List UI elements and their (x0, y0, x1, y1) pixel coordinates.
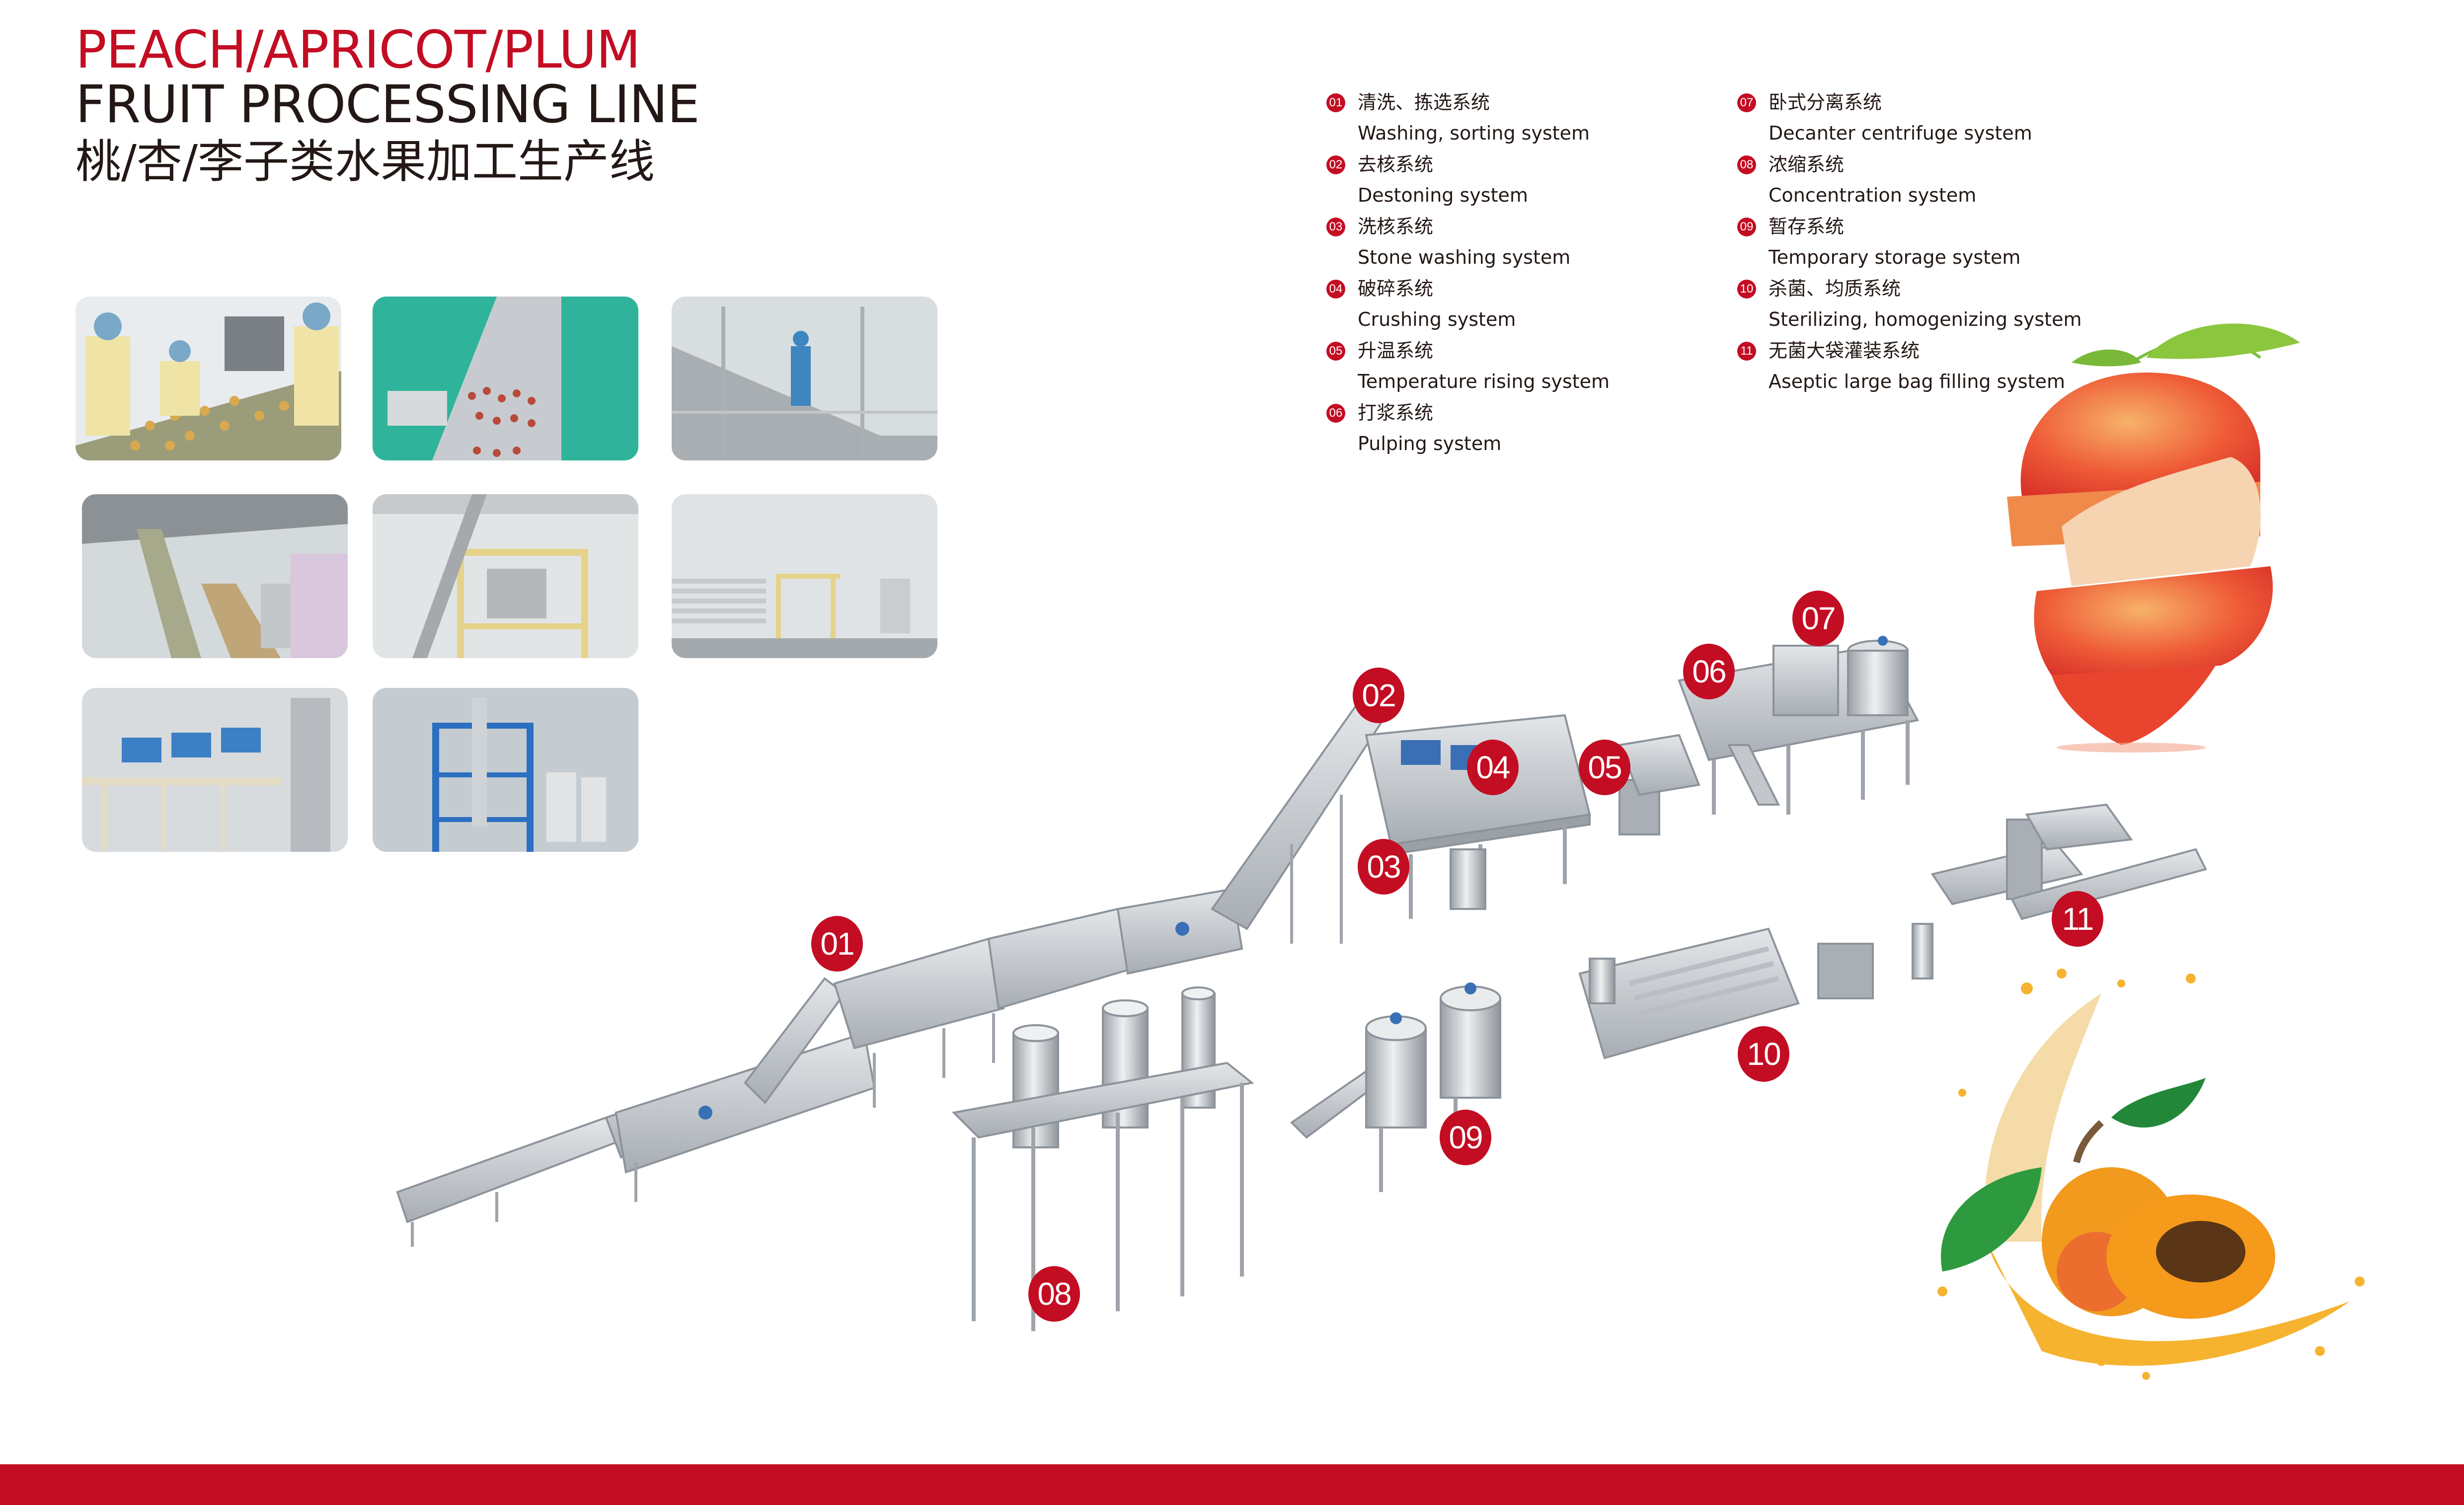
title-chinese: 桃/杏/李子类水果加工生产线 (76, 135, 655, 188)
legend-label-en: Pulping system (1358, 433, 1502, 454)
photo-washing-elevator (373, 297, 638, 460)
legend-number-badge: 11 (1737, 342, 1756, 361)
legend-label-cn: 洗核系统 (1358, 216, 1434, 237)
photo-tubular-heaters (672, 494, 937, 658)
legend-label-cn: 杀菌、均质系统 (1769, 278, 1901, 300)
photo-destoning-platform (373, 494, 638, 658)
pulping-decanter-platform (1678, 636, 1920, 815)
legend-number-badge: 09 (1737, 218, 1756, 236)
legend-number-badge: 02 (1326, 155, 1345, 174)
legend-label-cn: 无菌大袋灌装系统 (1769, 340, 1920, 362)
sliced-peach-illustration (2007, 323, 2300, 752)
legend-number-badge: 10 (1737, 280, 1756, 299)
badge-temporary-storage: 09 (1440, 1110, 1491, 1165)
apricot-splash-illustration (1937, 969, 2365, 1380)
legend-number-badge: 07 (1737, 93, 1756, 112)
legend-label-cn: 暂存系统 (1769, 216, 1845, 237)
legend-label-cn: 升温系统 (1358, 340, 1434, 362)
legend-label-en: Decanter centrifuge system (1769, 122, 2032, 144)
badge-concentration: 08 (1028, 1266, 1080, 1322)
photo-inclined-elevator (82, 494, 348, 658)
legend-label-en: Crushing system (1358, 308, 1516, 330)
legend-number-badge: 08 (1737, 155, 1756, 174)
concentration-evaporator-equipment (951, 986, 1254, 1331)
legend-label-cn: 清洗、拣选系统 (1358, 91, 1490, 113)
badge-temperature-rising: 05 (1579, 740, 1630, 795)
legend-label-cn: 卧式分离系统 (1769, 91, 1882, 113)
badge-sterilizing: 10 (1738, 1026, 1789, 1082)
legend-label-cn: 去核系统 (1358, 153, 1434, 175)
title-line-2: FRUIT PROCESSING LINE (76, 74, 700, 135)
temporary-storage-tanks (1290, 982, 1501, 1192)
legend-label-en: Concentration system (1769, 184, 1977, 206)
legend-label-cn: 破碎系统 (1358, 278, 1434, 300)
title-line-1: PEACH/APRICOT/PLUM (76, 19, 641, 80)
photo-sorting-workers (76, 297, 341, 460)
legend-label-en: Temporary storage system (1769, 246, 2021, 268)
badge-washing-sorting: 01 (811, 916, 863, 972)
temperature-rising-equipment (1618, 734, 1700, 835)
legend-label-en: Washing, sorting system (1358, 122, 1590, 144)
legend-number-badge: 05 (1326, 342, 1345, 361)
legend-label-en: Stone washing system (1358, 246, 1571, 268)
badge-destoning: 02 (1353, 668, 1404, 723)
legend-label-cn: 打浆系统 (1358, 402, 1434, 424)
legend-number-badge: 06 (1326, 404, 1345, 423)
badge-pulping: 06 (1683, 644, 1735, 699)
badge-crushing: 04 (1467, 740, 1519, 795)
photo-evaporator (373, 688, 638, 852)
legend-label-en: Destoning system (1358, 184, 1528, 206)
legend-number-badge: 03 (1326, 218, 1345, 236)
photo-decanter-platform (82, 688, 348, 852)
sterilizing-homogenizing-equipment (1578, 927, 1800, 1059)
footer-accent-bar (0, 1464, 2464, 1505)
legend-label-en: Aseptic large bag filling system (1769, 371, 2065, 392)
legend-label-cn: 浓缩系统 (1769, 153, 1845, 175)
washing-sorting-equipment (396, 888, 1243, 1247)
badge-stone-washing: 03 (1358, 839, 1409, 895)
badge-decanter: 07 (1792, 591, 1844, 646)
legend-number-badge: 01 (1326, 93, 1345, 112)
legend-number-badge: 04 (1326, 280, 1345, 299)
photo-sorting-conveyor (672, 297, 937, 460)
destoning-elevator-equipment (1211, 704, 1388, 944)
badge-aseptic-filling: 11 (2052, 891, 2103, 947)
legend-label-en: Temperature rising system (1358, 371, 1610, 392)
legend-label-en: Sterilizing, homogenizing system (1769, 308, 2082, 330)
